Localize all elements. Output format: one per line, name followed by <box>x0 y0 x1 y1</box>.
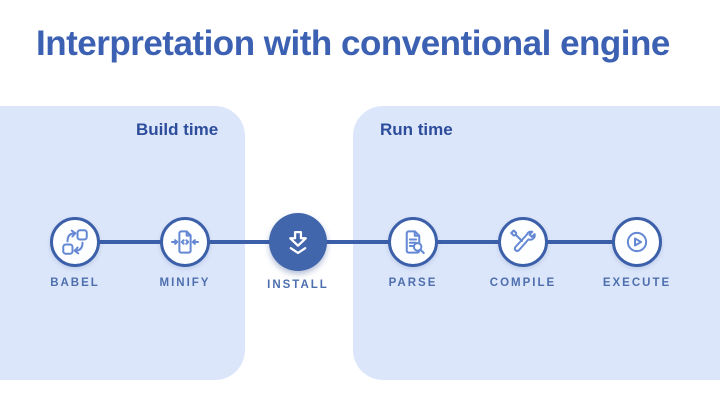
node-label: PARSE <box>388 277 438 289</box>
pipeline-node-execute: EXECUTE <box>603 217 669 289</box>
node-circle <box>612 217 662 267</box>
transform-icon <box>60 227 90 257</box>
node-circle <box>498 217 548 267</box>
run-time-label: Run time <box>380 120 453 139</box>
play-icon <box>622 227 652 257</box>
pipeline-node-install: INSTALL <box>267 213 327 291</box>
pipeline-node-parse: PARSE <box>388 217 438 289</box>
pipeline-node-minify: MINIFY <box>160 217 210 289</box>
node-circle <box>269 213 327 271</box>
node-circle <box>50 217 100 267</box>
page-title: Interpretation with conventional engine <box>36 24 670 63</box>
node-label: MINIFY <box>159 277 211 289</box>
node-label: INSTALL <box>267 279 329 291</box>
node-label: EXECUTE <box>602 277 672 289</box>
pipeline-connector-line <box>75 240 637 244</box>
node-circle <box>160 217 210 267</box>
node-circle <box>388 217 438 267</box>
node-label: BABEL <box>50 277 100 289</box>
build-time-label: Build time <box>136 120 219 139</box>
tools-icon <box>508 227 538 257</box>
download-arrow-icon <box>282 226 314 258</box>
document-search-icon <box>398 227 428 257</box>
pipeline-node-babel: BABEL <box>50 217 100 289</box>
pipeline-node-compile: COMPILE <box>490 217 554 289</box>
compress-code-icon <box>170 227 200 257</box>
node-label: COMPILE <box>489 277 557 289</box>
